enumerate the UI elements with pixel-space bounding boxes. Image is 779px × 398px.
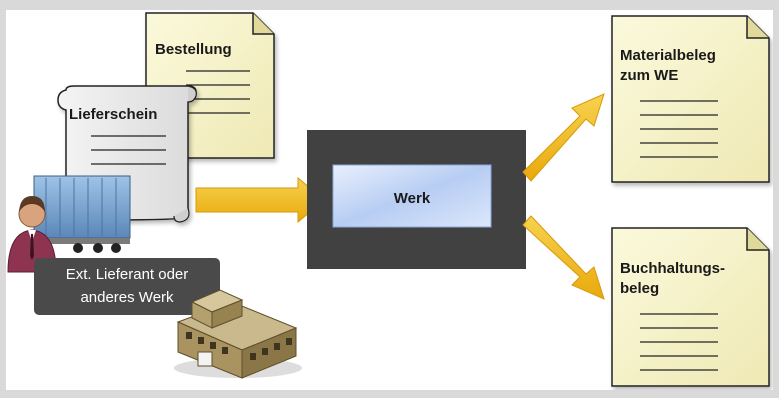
bestellung-title: Bestellung (155, 41, 232, 58)
buchhaltungsbeleg-title-line2: beleg (620, 280, 659, 297)
process-diagram: Bestellung Lieferschein (7, 12, 770, 387)
arrow-to-buchhaltungsbeleg (522, 215, 605, 300)
buchhaltungsbeleg-title-line1: Buchhaltungs- (620, 260, 725, 277)
buchhaltungsbeleg-lines (640, 313, 718, 371)
supplier-label-line2: anderes Werk (80, 289, 174, 306)
werk-label: Werk (394, 190, 431, 207)
buchhaltungsbeleg-document (611, 227, 770, 387)
supplier-label-line1: Ext. Lieferant oder (66, 266, 189, 283)
diagram-canvas: Bestellung Lieferschein (6, 10, 773, 390)
werk-box (332, 164, 492, 228)
materialbeleg-lines (640, 100, 718, 158)
bestellung-lines (186, 70, 250, 114)
materialbeleg-title-line1: Materialbeleg (620, 47, 716, 64)
supplier-label-box (34, 258, 220, 315)
materialbeleg-title-line2: zum WE (620, 67, 678, 84)
factory-building-icon (174, 289, 302, 379)
arrow-to-werk (195, 176, 325, 224)
materialbeleg-document (611, 15, 770, 183)
lieferschein-lines (91, 135, 166, 165)
lieferschein-title: Lieferschein (69, 106, 157, 123)
arrow-to-materialbeleg (522, 93, 605, 182)
